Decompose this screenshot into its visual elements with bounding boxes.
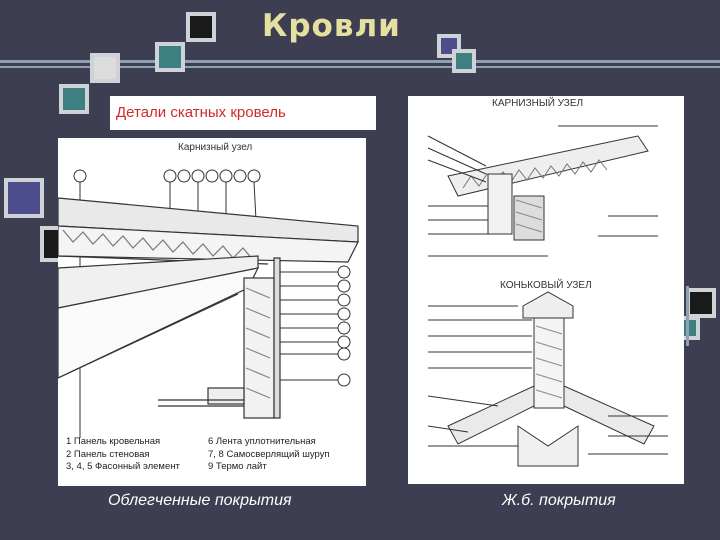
top-decor-line <box>0 60 720 63</box>
subtitle-background <box>110 96 376 130</box>
decor-square <box>452 49 476 73</box>
drawing-heading: Карнизный узел <box>178 142 252 153</box>
slide-subtitle: Детали скатных кровель <box>116 104 286 121</box>
left-drawing-legend-col1: 1 Панель кровельная 2 Панель стеновая 3,… <box>66 436 180 474</box>
legend-item: 2 Панель стеновая <box>66 448 150 460</box>
slide-title: Кровли <box>262 8 401 44</box>
decor-square <box>437 34 461 58</box>
decor-square <box>4 178 44 218</box>
legend-item: 7, 8 Самосверлящий шуруп <box>208 448 330 460</box>
eaves-and-ridge-drawing: КАРНИЗНЫЙ УЗЕЛ КОНЬКОВЫЙ УЗЕЛ <box>427 96 668 467</box>
bottom-drawing-heading: КОНЬКОВЫЙ УЗЕЛ <box>500 278 592 291</box>
legend-item: 9 Термо лайт <box>208 461 267 472</box>
right-caption: Ж.б. покрытия <box>502 492 616 509</box>
decor-vertical-line <box>686 286 689 346</box>
eaves-detail-drawing: Карнизный узел <box>58 142 359 438</box>
right-drawing-panel: КАРНИЗНЫЙ УЗЕЛ КОНЬКОВЫЙ УЗЕЛ <box>408 96 684 484</box>
decor-square <box>90 53 120 83</box>
left-caption: Облегченные покрытия <box>108 492 292 509</box>
decor-square <box>155 42 185 72</box>
decor-square <box>59 84 89 114</box>
left-drawing-legend-col2: 6 Лента уплотнительная 7, 8 Самосверлящи… <box>208 436 330 474</box>
decor-square <box>686 288 716 318</box>
legend-item: 1 Панель кровельная <box>66 436 161 447</box>
legend-item: 3, 4, 5 Фасонный элемент <box>66 461 180 472</box>
decor-square <box>186 12 216 42</box>
left-drawing-panel: Карнизный узел <box>58 138 366 486</box>
legend-item: 6 Лента уплотнительная <box>208 436 316 447</box>
top-drawing-heading: КАРНИЗНЫЙ УЗЕЛ <box>492 96 583 109</box>
top-decor-line-2 <box>0 66 720 68</box>
